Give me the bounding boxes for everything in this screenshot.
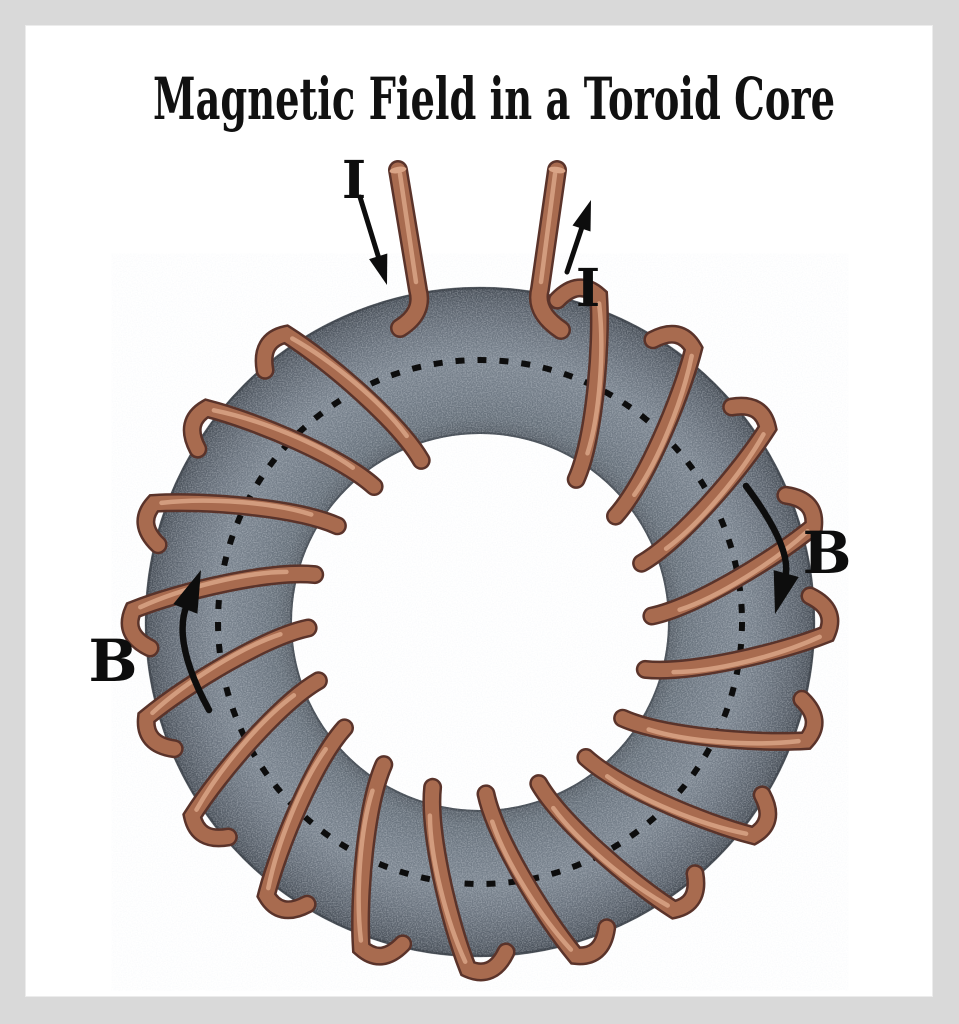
field-label-left: B xyxy=(88,627,137,695)
core-inner-rim xyxy=(290,432,670,812)
winding-turn-highlight xyxy=(356,788,375,943)
winding-turn-highlight xyxy=(150,631,283,716)
winding-turn-highlight xyxy=(159,498,314,517)
current-in-arrow-head xyxy=(369,253,388,285)
lead-wire-right-highlight xyxy=(538,171,558,285)
core-speckle-texture xyxy=(145,287,815,957)
field-arrow-left-shaft xyxy=(179,601,213,714)
current-out-label: I xyxy=(576,258,600,319)
winding-turn-highlight xyxy=(604,774,749,836)
current-in-label: I xyxy=(342,150,366,211)
winding-turn-highlight xyxy=(551,805,670,908)
labels-layer: Magnetic Field in a Toroid Core I I B B xyxy=(88,65,851,695)
lead-wire-left-highlight xyxy=(397,171,419,285)
toroid-core xyxy=(144,286,816,958)
lead-left-cut-face xyxy=(389,166,407,174)
winding-turn-highlight xyxy=(211,408,356,470)
lead-wires xyxy=(388,160,571,340)
field-label-right: B xyxy=(802,519,851,587)
page-title: Magnetic Field in a Toroid Core xyxy=(153,65,835,133)
current-in-arrow-shaft xyxy=(357,194,382,263)
copper-windings xyxy=(120,278,840,982)
field-arrow-right-shaft xyxy=(742,482,790,581)
winding-turn-highlight xyxy=(489,819,574,952)
winding-turn-highlight xyxy=(427,813,468,964)
lead-right-cut-face xyxy=(548,166,566,174)
winding-turn-highlight xyxy=(671,634,822,675)
winding-turn-highlight xyxy=(663,432,766,551)
winding-turn-highlight xyxy=(194,693,297,812)
core-outer-rim xyxy=(144,286,816,958)
field-path-layer xyxy=(215,357,745,887)
lead-wire-right xyxy=(531,162,569,338)
current-out-arrow-head xyxy=(572,200,591,232)
field-arrow-left-head xyxy=(173,570,201,614)
winding-turn-highlight xyxy=(266,746,328,891)
current-out-arrow-shaft xyxy=(564,222,586,275)
winding-turn-highlight xyxy=(138,569,289,610)
winding-turn-highlight xyxy=(632,353,694,498)
winding-turn-highlight xyxy=(290,336,409,439)
winding-turn-highlight xyxy=(646,727,801,746)
lead-wire-left xyxy=(390,162,427,336)
winding-turn-highlight xyxy=(677,528,810,613)
annotation-arrows xyxy=(173,194,799,714)
winding-turn-highlight xyxy=(585,301,604,456)
field-path-dashed-circle xyxy=(215,357,745,887)
field-arrow-right-head xyxy=(773,570,799,614)
